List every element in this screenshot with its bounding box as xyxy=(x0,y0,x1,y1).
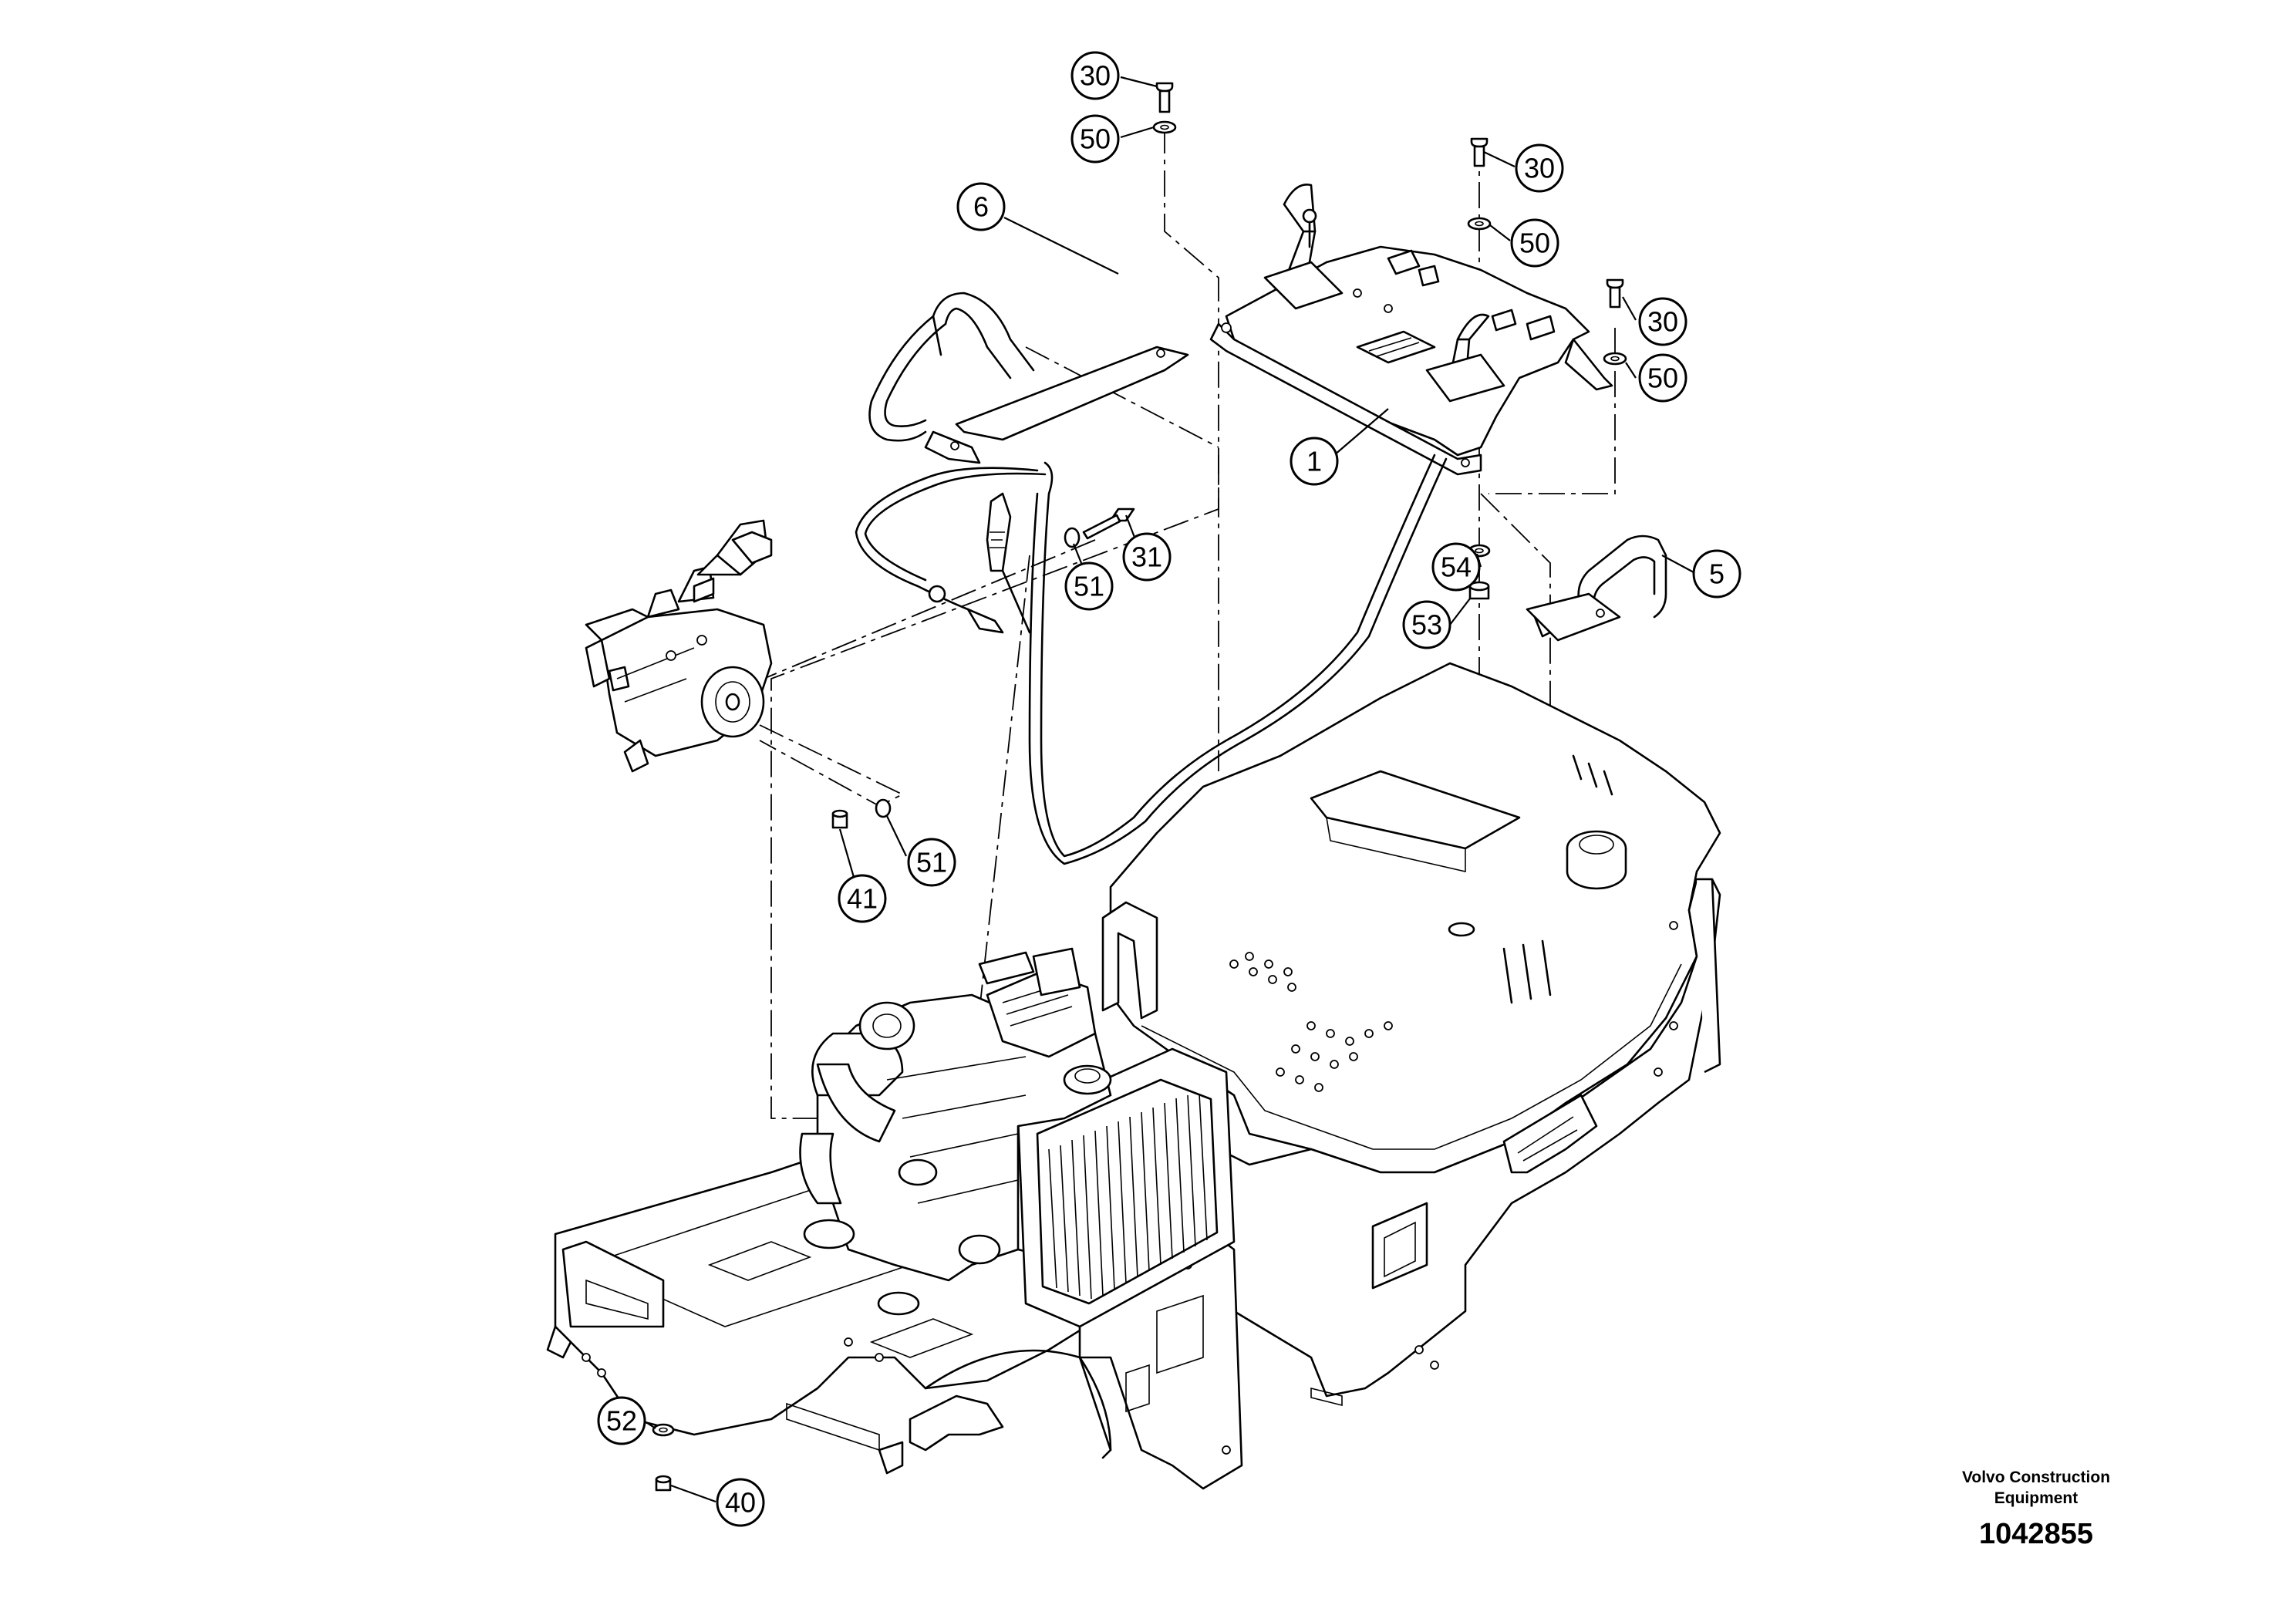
drawing-number: 1042855 xyxy=(1979,1518,2093,1550)
callout-51-upper: 51 xyxy=(1064,561,1114,611)
callout-label: 41 xyxy=(847,883,878,915)
hydraulic-pump xyxy=(585,519,773,773)
callout-53: 53 xyxy=(1402,600,1451,649)
handrail-5 xyxy=(1526,534,1667,642)
publisher-caption: Volvo Construction Equipment xyxy=(1913,1467,2159,1509)
callout-50-mid: 50 xyxy=(1510,218,1559,268)
callout-50-top: 50 xyxy=(1070,114,1120,164)
callout-51-lower: 51 xyxy=(907,838,956,887)
top-hole-pattern xyxy=(1229,952,1393,1092)
front-frame xyxy=(546,1155,1243,1490)
callout-50-right: 50 xyxy=(1638,353,1687,403)
callout-30-top: 30 xyxy=(1070,51,1120,100)
callout-label: 6 xyxy=(973,191,989,223)
control-console xyxy=(1028,184,1613,865)
callout-label: 50 xyxy=(1647,363,1678,394)
engine-assembly xyxy=(799,901,1236,1328)
publisher-line-2: Equipment xyxy=(1994,1489,2079,1507)
callout-label: 1 xyxy=(1306,446,1322,477)
callout-label: 5 xyxy=(1709,558,1725,590)
callout-label: 52 xyxy=(606,1405,637,1437)
callout-30-mid: 30 xyxy=(1515,143,1564,193)
callout-label: 51 xyxy=(916,847,947,878)
callout-1: 1 xyxy=(1290,437,1339,486)
callout-label: 30 xyxy=(1080,60,1111,92)
callout-label: 50 xyxy=(1080,123,1111,155)
radiator-fins xyxy=(1048,1093,1208,1300)
callout-31: 31 xyxy=(1122,532,1172,582)
callout-label: 53 xyxy=(1411,609,1442,641)
callout-30-right: 30 xyxy=(1638,297,1687,346)
throttle-cable xyxy=(855,467,1047,634)
publisher-line-1: Volvo Construction xyxy=(1961,1469,2111,1486)
callout-label: 31 xyxy=(1131,541,1162,573)
callout-6: 6 xyxy=(956,182,1006,231)
assembly-centerlines xyxy=(655,127,1616,1374)
callout-label: 40 xyxy=(725,1487,756,1519)
callout-label: 30 xyxy=(1524,153,1555,184)
callout-5: 5 xyxy=(1692,549,1741,599)
callout-40: 40 xyxy=(716,1478,765,1527)
callout-54: 54 xyxy=(1431,542,1481,592)
callout-label: 51 xyxy=(1074,571,1104,602)
callout-label: 30 xyxy=(1647,306,1678,338)
handrail-6 xyxy=(868,292,1189,464)
callout-52: 52 xyxy=(597,1396,646,1445)
callout-label: 50 xyxy=(1519,228,1550,259)
callout-41: 41 xyxy=(838,874,887,923)
tank-body xyxy=(1109,662,1721,1407)
callout-label: 54 xyxy=(1441,551,1472,583)
